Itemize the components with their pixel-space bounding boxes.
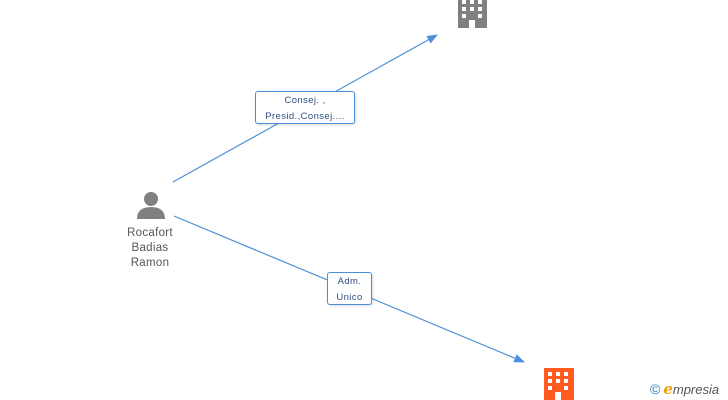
- person-name-line: Rocafort: [127, 227, 173, 239]
- person-icon[interactable]: [137, 192, 165, 219]
- building-icon[interactable]: [458, 0, 487, 28]
- copyright-symbol: ©: [650, 381, 661, 397]
- relation-label-line: Presid.,Consej....: [265, 111, 345, 122]
- relation-label-bottom[interactable]: Adm. Unico: [327, 272, 372, 305]
- logo-text: mpresia: [672, 382, 720, 397]
- person-name[interactable]: Rocafort Badias Ramon: [108, 226, 192, 271]
- person-name-line: Badias: [131, 242, 169, 254]
- building-icon[interactable]: [544, 368, 574, 400]
- empresia-logo: ©empresia: [650, 380, 719, 398]
- relation-label-line: Adm.: [337, 276, 362, 287]
- relation-label-top[interactable]: Consej. , Presid.,Consej....: [255, 91, 355, 124]
- relation-label-line: Unico: [336, 292, 363, 303]
- relation-label-line: Consej. ,: [284, 95, 326, 106]
- logo-initial: e: [663, 380, 673, 398]
- person-name-line: Ramon: [130, 257, 170, 269]
